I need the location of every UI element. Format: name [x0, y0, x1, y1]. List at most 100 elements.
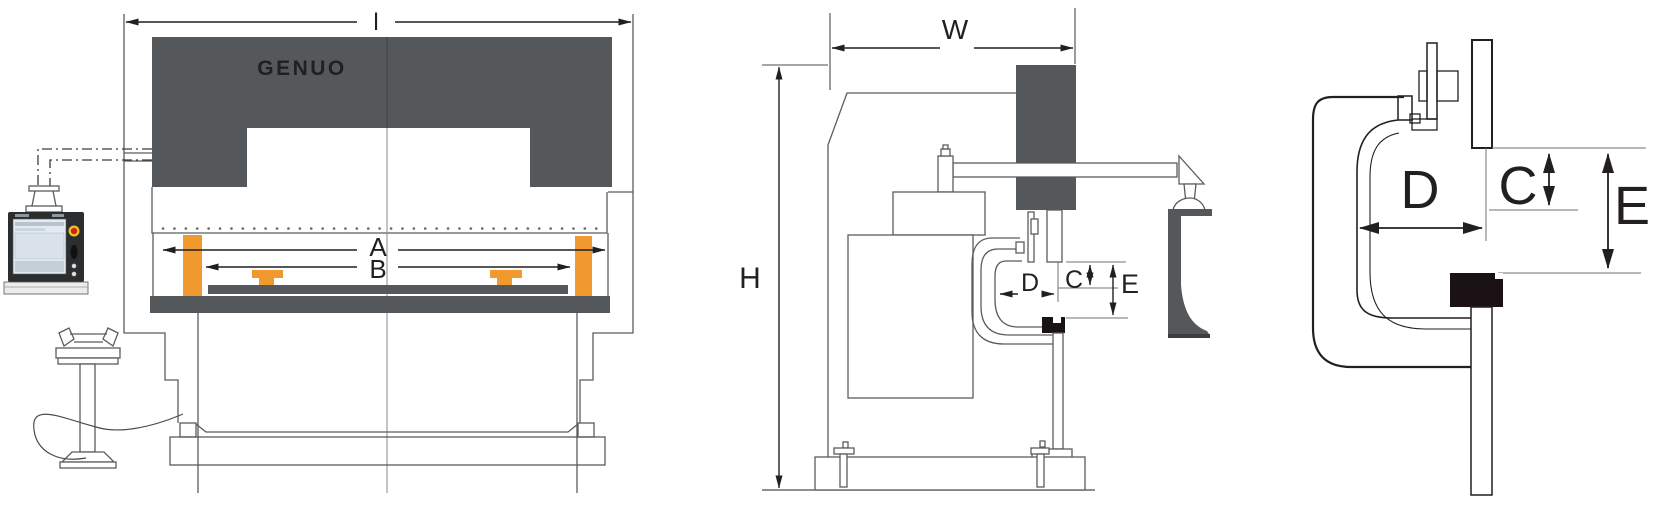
dimension-length: l — [125, 9, 632, 36]
clamp-end-block — [1397, 95, 1413, 121]
monitor-header-mark — [52, 214, 64, 217]
bolt-knob — [1039, 440, 1046, 448]
throat-detail-view: D C E — [1311, 39, 1650, 496]
pedal-column — [79, 363, 96, 453]
dim-c-label: C — [1499, 156, 1538, 216]
pendant-cable — [37, 148, 152, 186]
die-support-post — [1052, 332, 1064, 450]
arm-gusset — [1178, 154, 1206, 185]
clamp-bolt — [1030, 218, 1039, 235]
side-throat — [971, 209, 1063, 345]
throat-inner-edge — [994, 260, 1053, 328]
arm-pivot-knob — [942, 144, 949, 150]
pendant-body — [1168, 209, 1212, 334]
bolt-stem — [839, 453, 848, 488]
dimension-width: W — [829, 8, 1076, 90]
dim-c-label: C — [1065, 266, 1083, 294]
throat-inner-edge — [1356, 119, 1471, 319]
right-support-arm-stem — [497, 278, 512, 286]
die-support-post — [1470, 306, 1493, 496]
dim-a-label: A — [369, 232, 387, 262]
pedal-switch-left — [58, 327, 75, 348]
throat-outer-edge — [971, 237, 1053, 345]
dim-e-label: E — [1121, 269, 1139, 299]
right-column-guard — [575, 236, 592, 296]
dimension-height: H — [739, 64, 828, 489]
screen-footer — [15, 261, 64, 272]
panel-button — [71, 271, 77, 277]
pendant-body-shadow — [1168, 334, 1210, 338]
throat-outer-edge — [1311, 95, 1471, 369]
ram-beam — [151, 128, 608, 296]
side-body-outline — [827, 92, 1016, 457]
clamp-plate — [1027, 211, 1035, 263]
clamp-plate — [1426, 42, 1438, 120]
dim-d-label: D — [1021, 269, 1039, 297]
pedal-base — [59, 461, 117, 469]
screen-table — [14, 232, 65, 260]
die-vee-notch — [1495, 273, 1503, 279]
pendant-controller — [3, 148, 152, 295]
dim-h-label: H — [739, 262, 761, 295]
brand-logo: GENUO — [257, 57, 347, 80]
die-block — [1450, 273, 1503, 307]
detail-dimensions: D C E — [1359, 153, 1650, 269]
dim-d-label: D — [1401, 160, 1440, 220]
pedal-switch-right — [102, 327, 119, 348]
jog-knob — [70, 245, 78, 259]
hanger-base — [25, 205, 63, 213]
dim-length-label: l — [373, 9, 378, 36]
bolt-cap — [1030, 447, 1050, 455]
punch-blade — [1046, 209, 1063, 263]
die-rail — [208, 285, 568, 294]
arm-pivot-cylinder — [937, 155, 954, 193]
screen-toolbar — [15, 222, 64, 226]
dimension-b: B — [205, 254, 571, 284]
monitor-header-mark — [15, 214, 29, 217]
pendant-arm — [952, 162, 1178, 178]
base-plate — [169, 436, 606, 466]
throat-middle-edge — [980, 248, 1053, 336]
pendant-mount-dome — [1172, 197, 1206, 211]
front-view: l GENUO A B — [3, 9, 634, 493]
pedal-base-top — [60, 451, 116, 463]
side-view: W H — [739, 8, 1212, 491]
clamp-bar — [1411, 118, 1438, 131]
hanger-leg — [31, 190, 36, 207]
punch-blade — [1471, 39, 1493, 149]
left-foot — [179, 422, 197, 438]
side-throat-dimensions: D C E — [999, 261, 1139, 319]
clamp-bolt-left — [1418, 70, 1428, 102]
left-column-guard — [183, 235, 202, 296]
ram-outline — [151, 187, 608, 234]
throat-inner-edge-2 — [1369, 132, 1471, 330]
foot-pedal — [33, 327, 184, 469]
table-beam — [150, 296, 610, 313]
lower-body — [169, 313, 606, 493]
pendant-cable — [49, 159, 152, 186]
pendant-side — [1168, 154, 1212, 338]
bolt-cap — [833, 447, 855, 455]
screen-row — [15, 228, 45, 231]
bolt-stem — [1036, 453, 1045, 488]
clamp-bolt-right — [1436, 70, 1459, 102]
pedal-platform — [55, 347, 121, 359]
body-bottom-edge — [195, 423, 579, 433]
pedal-cable-loop — [33, 413, 97, 460]
left-side-frame-edge — [123, 14, 179, 423]
motor-box — [892, 191, 986, 236]
clamp-pin — [1015, 241, 1025, 254]
dim-e-label: E — [1614, 176, 1650, 236]
panel-button — [71, 263, 77, 269]
pedal-platform-skirt — [57, 357, 119, 365]
right-foot — [577, 422, 595, 438]
anchor-bolts — [833, 440, 1050, 488]
pedal-cable — [95, 413, 184, 431]
hanger-bar — [28, 185, 60, 192]
monitor-base — [3, 281, 89, 295]
arm-pivot-cap — [940, 148, 951, 157]
dim-w-label: W — [942, 14, 969, 45]
front-support-arms — [252, 270, 522, 286]
